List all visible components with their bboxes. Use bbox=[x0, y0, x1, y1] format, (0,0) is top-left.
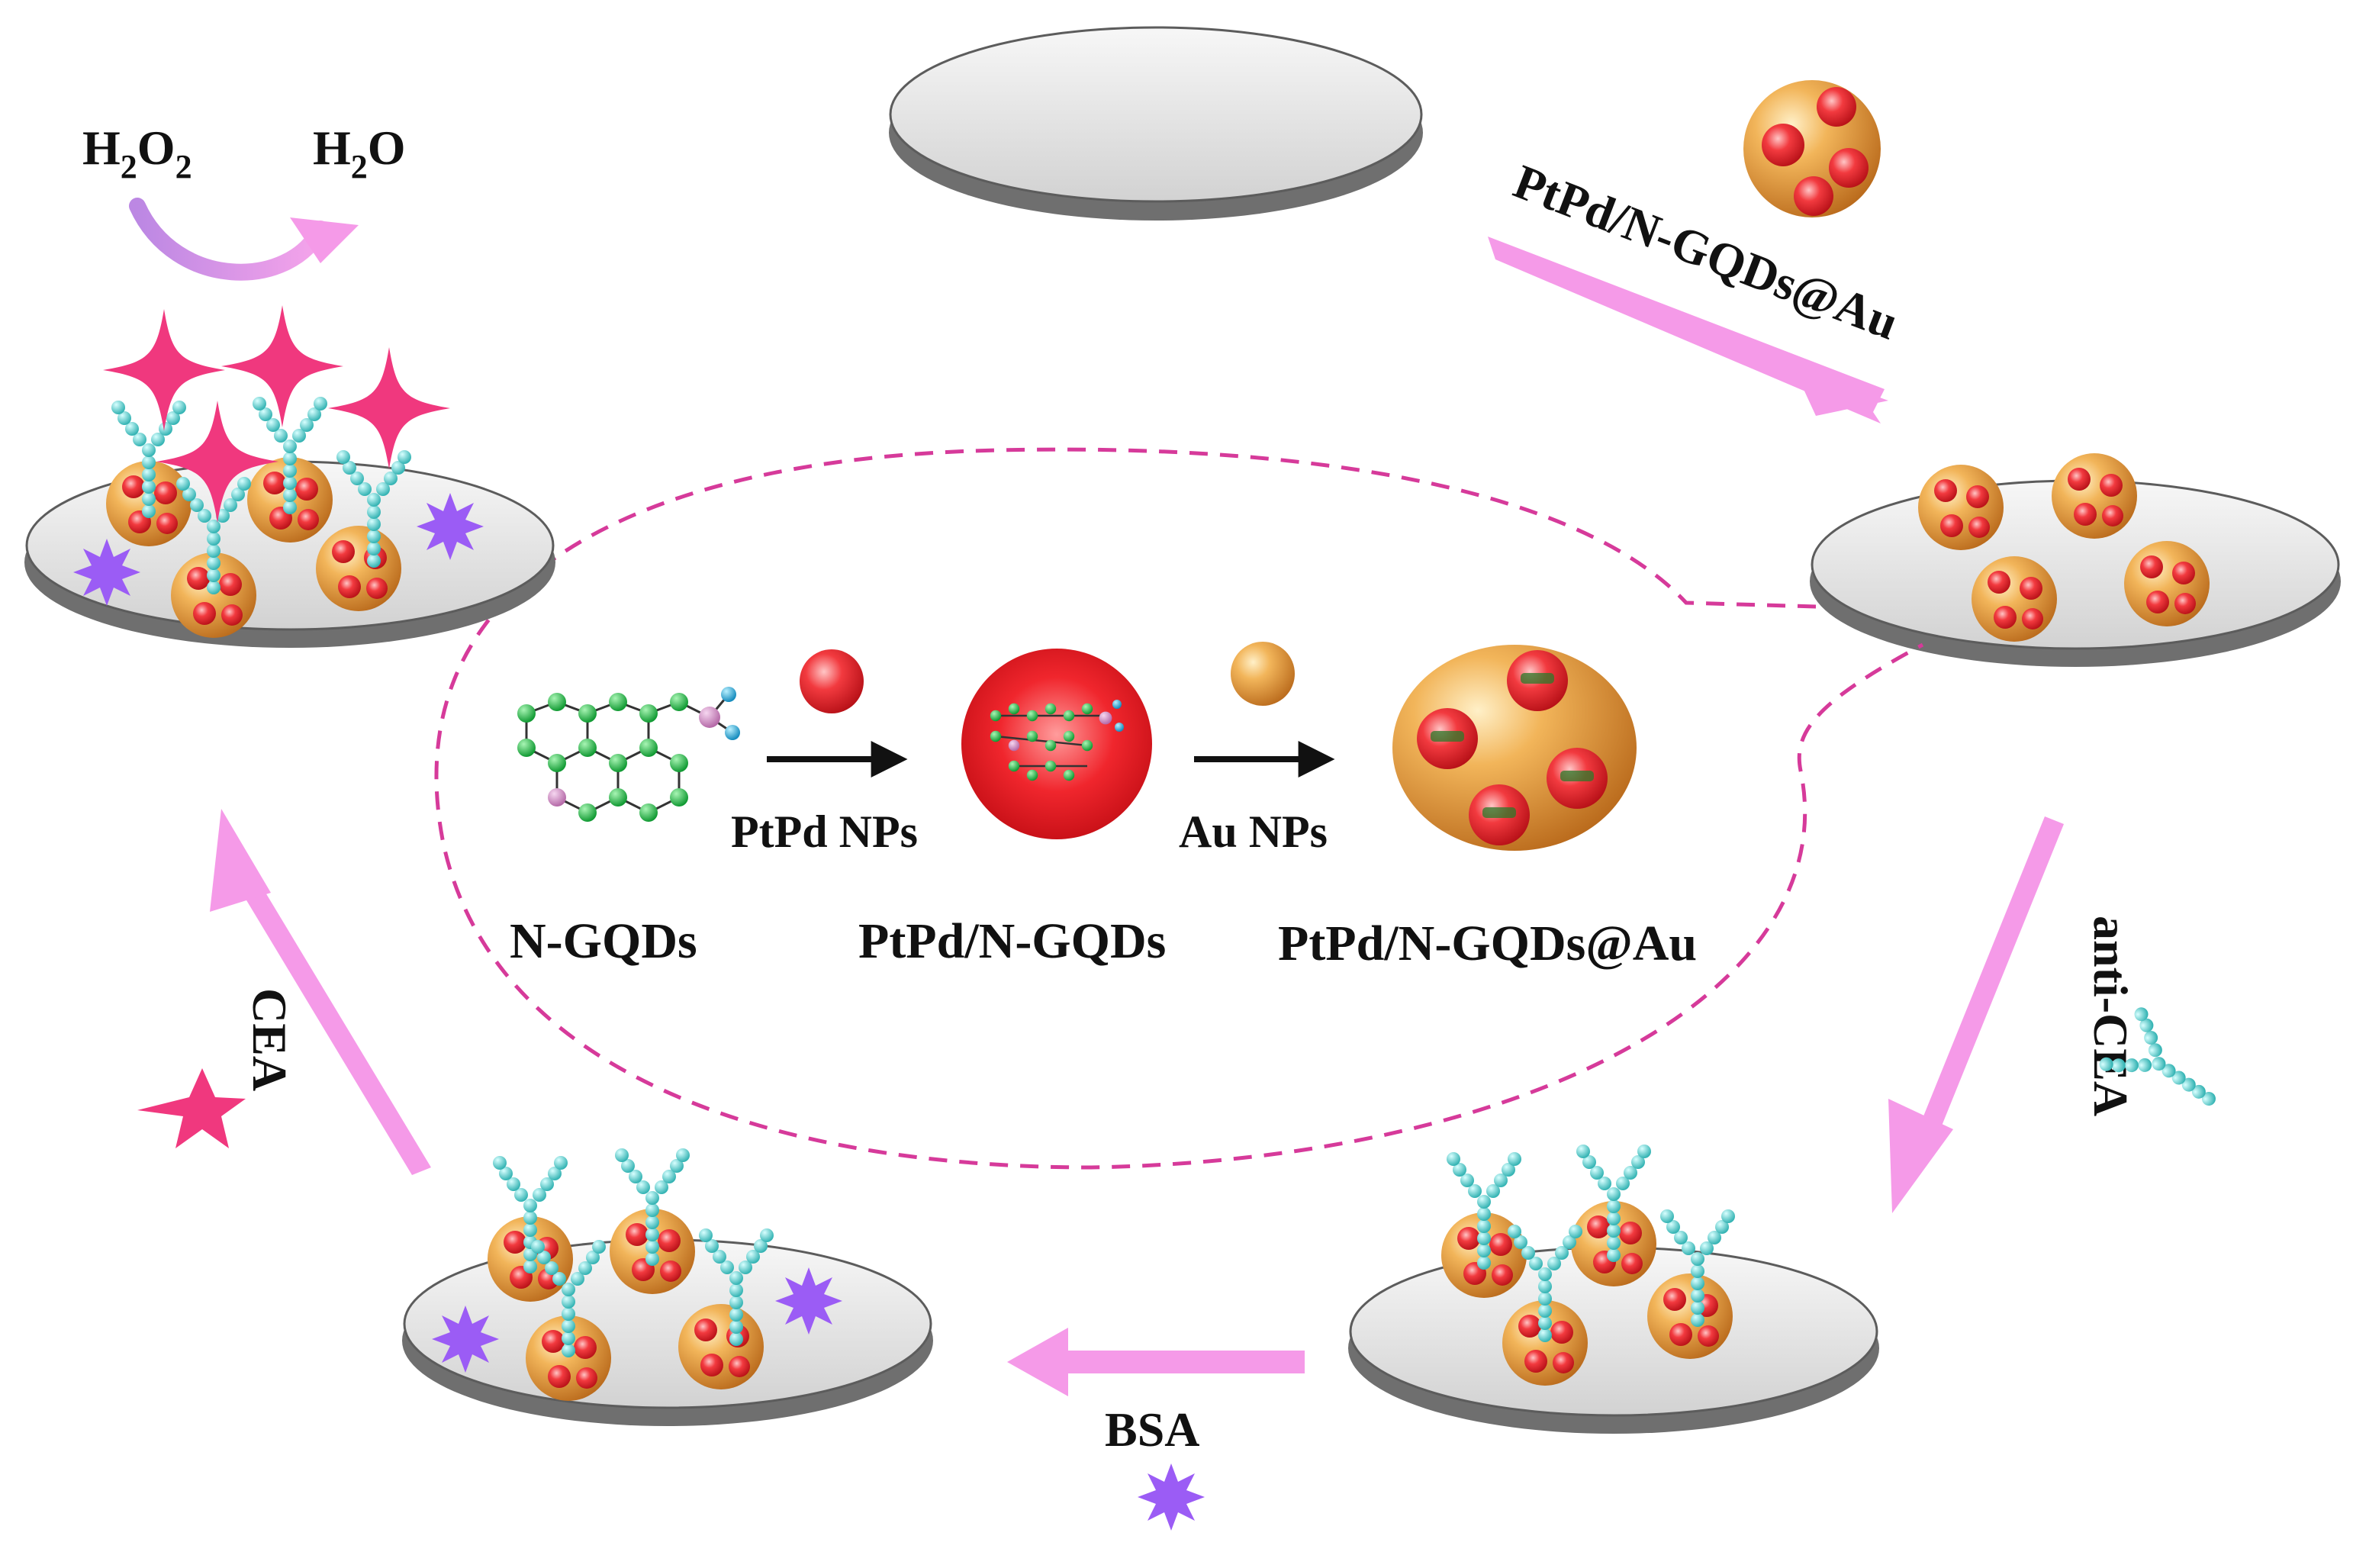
ptpd-gqd-sphere bbox=[961, 649, 1152, 839]
step4-label: CEA bbox=[243, 988, 297, 1091]
cea-reagent-icon bbox=[137, 1068, 246, 1148]
arrow1-label: PtPd NPs bbox=[731, 807, 918, 857]
synthesis-bubble-outline bbox=[434, 447, 1924, 1170]
step2-label: anti-CEA bbox=[2084, 916, 2138, 1116]
ptpd-gqd-au-composite bbox=[1392, 645, 1637, 851]
step2-arrow bbox=[1888, 816, 2064, 1213]
au-nanoparticle bbox=[1231, 642, 1295, 706]
electrode-blocked bbox=[401, 1148, 935, 1428]
gqd-molecule bbox=[517, 687, 740, 822]
material2-label: PtPd/N-GQDs bbox=[858, 913, 1166, 969]
electrode-modified bbox=[1808, 453, 2342, 668]
reactant-formula: H2O2 bbox=[82, 121, 192, 185]
composite-reagent-icon bbox=[1743, 80, 1881, 217]
material1-label: N-GQDs bbox=[510, 913, 697, 969]
bsa-reagent-icon bbox=[1138, 1463, 1205, 1531]
step4-arrow bbox=[210, 809, 431, 1175]
catalysis-arrow bbox=[129, 198, 359, 281]
material3-label: PtPd/N-GQDs@Au bbox=[1278, 916, 1697, 971]
bare-electrode bbox=[889, 26, 1423, 221]
electrode-antibody bbox=[1347, 1145, 1881, 1435]
electrode-antigen bbox=[23, 305, 557, 649]
step3-label: BSA bbox=[1105, 1402, 1200, 1457]
step3-arrow bbox=[1007, 1328, 1305, 1396]
product-formula: H2O bbox=[313, 121, 406, 185]
ptpd-nanoparticle bbox=[800, 649, 864, 713]
step1-arrow bbox=[1488, 237, 1888, 423]
arrow2-label: Au NPs bbox=[1179, 807, 1328, 857]
